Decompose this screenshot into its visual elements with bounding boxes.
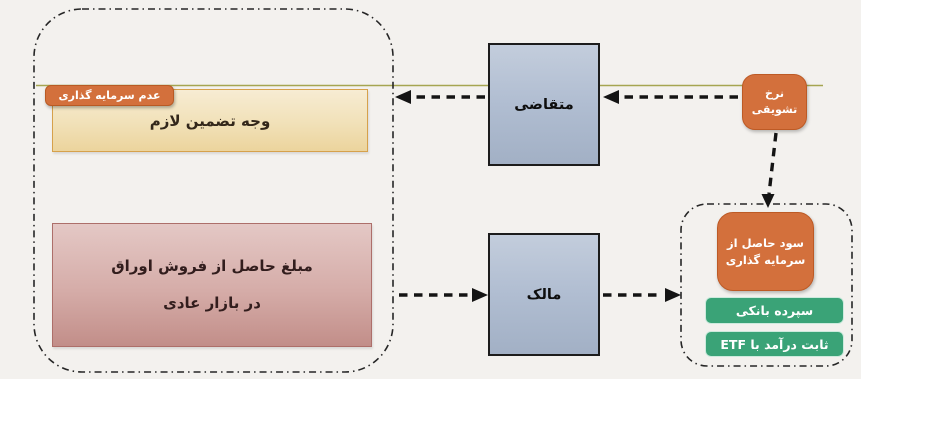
guarantee-box-label: وجه تضمین لازم	[149, 111, 271, 130]
arrow-incentive-to-profit-line	[767, 132, 778, 195]
arrowhead-to-right-group	[665, 288, 681, 302]
proceeds-box: مبلغ حاصل از فروش اوراق در بازار عادی	[52, 223, 372, 347]
no-investment-tag: عدم سرمایه گذاری	[45, 85, 174, 106]
fixed-income-etf-box: ثابت درآمد با ETF	[705, 331, 844, 357]
right-dashed-group-outline	[680, 203, 853, 367]
no-investment-tag-label: عدم سرمایه گذاری	[58, 89, 161, 102]
demander-box-label: متقاضی	[514, 96, 574, 113]
investment-profit-box: سود حاصل از سرمایه گذاری	[717, 212, 814, 291]
investment-profit-line1: سود حاصل از	[727, 235, 804, 250]
arrowhead-to-owner	[472, 288, 488, 302]
bank-deposit-label: سپرده بانکی	[735, 303, 814, 318]
investment-profit-line2: سرمایه گذاری	[725, 252, 806, 267]
proceeds-box-line2: در بازار عادی	[163, 294, 261, 312]
arrowhead-to-demander	[603, 90, 619, 104]
incentive-rate-line2: تشویقی	[751, 103, 798, 116]
bank-deposit-box: سپرده بانکی	[705, 297, 844, 324]
arrowhead-to-profit	[761, 194, 775, 208]
left-dashed-group-outline	[33, 8, 394, 373]
incentive-rate-line1: نرخ	[765, 87, 784, 100]
proceeds-box-line1: مبلغ حاصل از فروش اوراق	[111, 257, 313, 275]
owner-box: مالک	[488, 233, 600, 356]
incentive-rate-box: نرخ تشویقی	[742, 74, 807, 130]
arrowhead-to-left-group	[395, 90, 411, 104]
fixed-income-etf-label: ثابت درآمد با ETF	[720, 336, 829, 352]
owner-box-label: مالک	[526, 286, 562, 303]
demander-box: متقاضی	[488, 43, 600, 166]
